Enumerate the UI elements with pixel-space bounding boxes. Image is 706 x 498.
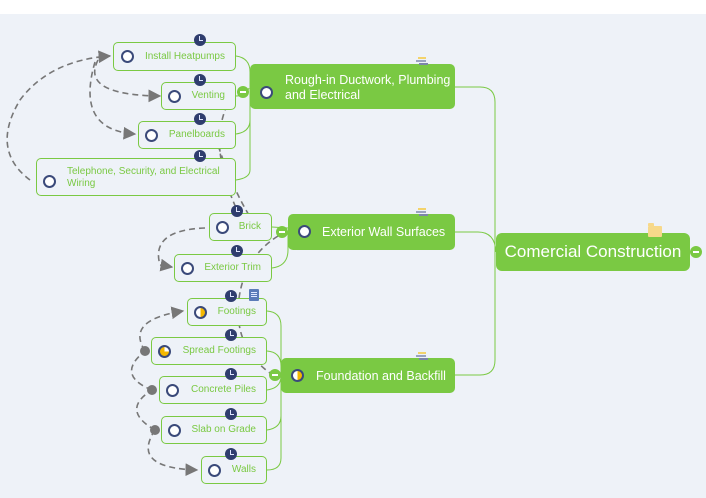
clock-icon[interactable] bbox=[225, 448, 237, 460]
subtopic-concrete-piles[interactable]: Concrete Piles bbox=[159, 376, 267, 404]
dependency-handle[interactable] bbox=[140, 346, 150, 356]
dependency-handle[interactable] bbox=[147, 385, 157, 395]
task-progress-icon bbox=[194, 306, 207, 319]
subtopic-telephone-wiring[interactable]: Telephone, Security, and Electrical Wiri… bbox=[36, 158, 236, 196]
connector-foundation-children bbox=[266, 310, 282, 471]
subtopic-venting[interactable]: Venting bbox=[161, 82, 236, 110]
subtopic-walls[interactable]: Walls bbox=[201, 456, 267, 484]
clock-icon[interactable] bbox=[194, 74, 206, 86]
note-icon[interactable] bbox=[416, 57, 428, 65]
task-progress-icon bbox=[166, 384, 179, 397]
dependency-handle[interactable] bbox=[150, 425, 160, 435]
subtopic-label: Venting bbox=[191, 90, 225, 101]
dependency-heatpumps-panelboards bbox=[89, 61, 137, 140]
topic-collapse-button[interactable] bbox=[269, 369, 281, 381]
clock-icon[interactable] bbox=[194, 150, 206, 162]
topic-foundation-and-backfill[interactable]: Foundation and Backfill bbox=[281, 358, 455, 393]
subtopic-label: Install Heatpumps bbox=[144, 50, 225, 62]
topic-collapse-button[interactable] bbox=[237, 86, 249, 98]
subtopic-label: Footings bbox=[217, 306, 256, 317]
connector-roughin-children bbox=[235, 55, 251, 181]
task-progress-icon bbox=[208, 464, 221, 477]
dependency-heatpumps-venting bbox=[93, 59, 162, 103]
topic-exterior-wall-surfaces[interactable]: Exterior Wall Surfaces bbox=[288, 214, 455, 250]
root-topic-label: Comercial Construction bbox=[504, 242, 682, 261]
clock-icon[interactable] bbox=[225, 408, 237, 420]
clock-icon[interactable] bbox=[225, 368, 237, 380]
clock-icon[interactable] bbox=[194, 34, 206, 46]
task-progress-icon bbox=[158, 345, 171, 358]
topic-collapse-button[interactable] bbox=[276, 226, 288, 238]
clock-icon[interactable] bbox=[225, 290, 237, 302]
note-icon[interactable] bbox=[416, 208, 428, 216]
task-progress-icon bbox=[298, 225, 311, 238]
topic-label: Foundation and Backfill bbox=[316, 369, 446, 383]
task-progress-icon bbox=[181, 262, 194, 275]
dependency-brick-exteriortrim bbox=[157, 227, 206, 272]
subtopic-slab-on-grade[interactable]: Slab on Grade bbox=[161, 416, 267, 444]
dependency-exterior-foundation bbox=[237, 235, 279, 374]
clock-icon[interactable] bbox=[225, 329, 237, 341]
clock-icon[interactable] bbox=[194, 113, 206, 125]
task-progress-icon bbox=[216, 221, 229, 234]
connector-root-exterior bbox=[455, 231, 497, 253]
note-icon[interactable] bbox=[416, 352, 428, 360]
root-collapse-button[interactable] bbox=[690, 246, 702, 258]
task-progress-icon bbox=[168, 90, 181, 103]
folder-icon[interactable] bbox=[648, 223, 662, 237]
subtopic-label: Brick bbox=[238, 221, 261, 232]
clock-icon[interactable] bbox=[231, 205, 243, 217]
dependency-telephone-heatpumps bbox=[6, 50, 112, 181]
task-progress-icon bbox=[260, 86, 273, 99]
subtopic-spread-footings[interactable]: Spread Footings bbox=[151, 337, 267, 365]
subtopic-label: Slab on Grade bbox=[191, 424, 257, 435]
subtopic-label: Telephone, Security, and Electrical Wiri… bbox=[67, 166, 220, 189]
topic-label: Rough-in Ductwork, Plumbing and Electric… bbox=[285, 73, 451, 102]
subtopic-install-heatpumps[interactable]: Install Heatpumps bbox=[113, 42, 236, 71]
task-progress-icon bbox=[291, 369, 304, 382]
dependency-piles-spread bbox=[130, 350, 153, 391]
connector-root-foundation bbox=[455, 252, 496, 376]
dependency-slab-piles bbox=[135, 389, 156, 431]
subtopic-label: Concrete Piles bbox=[190, 384, 256, 395]
task-progress-icon bbox=[43, 175, 56, 188]
clock-icon[interactable] bbox=[231, 245, 243, 257]
root-topic[interactable]: Comercial Construction bbox=[496, 233, 690, 271]
subtopic-label: Panelboards bbox=[168, 129, 225, 140]
subtopic-label: Exterior Trim bbox=[204, 262, 261, 273]
task-progress-icon bbox=[168, 424, 181, 437]
subtopic-exterior-trim[interactable]: Exterior Trim bbox=[174, 254, 272, 282]
connector-root-roughin bbox=[455, 86, 496, 252]
task-progress-icon bbox=[121, 50, 134, 63]
task-progress-icon bbox=[145, 129, 158, 142]
topic-rough-in[interactable]: Rough-in Ductwork, Plumbing and Electric… bbox=[250, 64, 455, 109]
subtopic-brick[interactable]: Brick bbox=[209, 213, 272, 241]
document-icon[interactable] bbox=[249, 289, 259, 301]
subtopic-footings[interactable]: Footings bbox=[187, 298, 267, 326]
subtopic-label: Walls bbox=[231, 464, 256, 475]
subtopic-label: Spread Footings bbox=[182, 345, 256, 356]
dependency-slab-walls bbox=[147, 429, 199, 477]
subtopic-panelboards[interactable]: Panelboards bbox=[138, 121, 236, 149]
topic-label: Exterior Wall Surfaces bbox=[322, 225, 446, 239]
